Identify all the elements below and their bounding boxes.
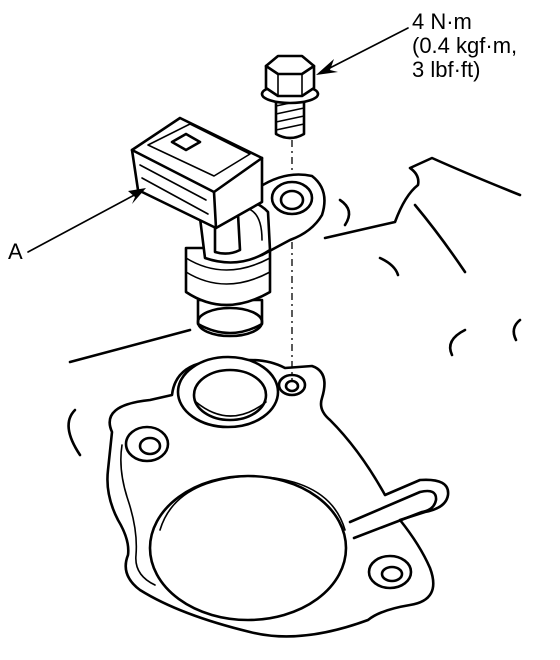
part-a-leader-arrow (27, 188, 146, 253)
part-label-a: A (8, 239, 23, 264)
mounting-flange (106, 355, 450, 638)
engine-housing (67, 156, 522, 457)
torque-leader-arrow (316, 27, 409, 75)
torque-spec-line-1: 4 N·m (412, 9, 472, 34)
mounting-bolt (260, 54, 320, 140)
torque-spec-line-3: 3 lbf·ft) (412, 57, 481, 82)
torque-spec-line-2: (0.4 kgf·m, (412, 33, 518, 58)
sensor-body (130, 116, 326, 338)
